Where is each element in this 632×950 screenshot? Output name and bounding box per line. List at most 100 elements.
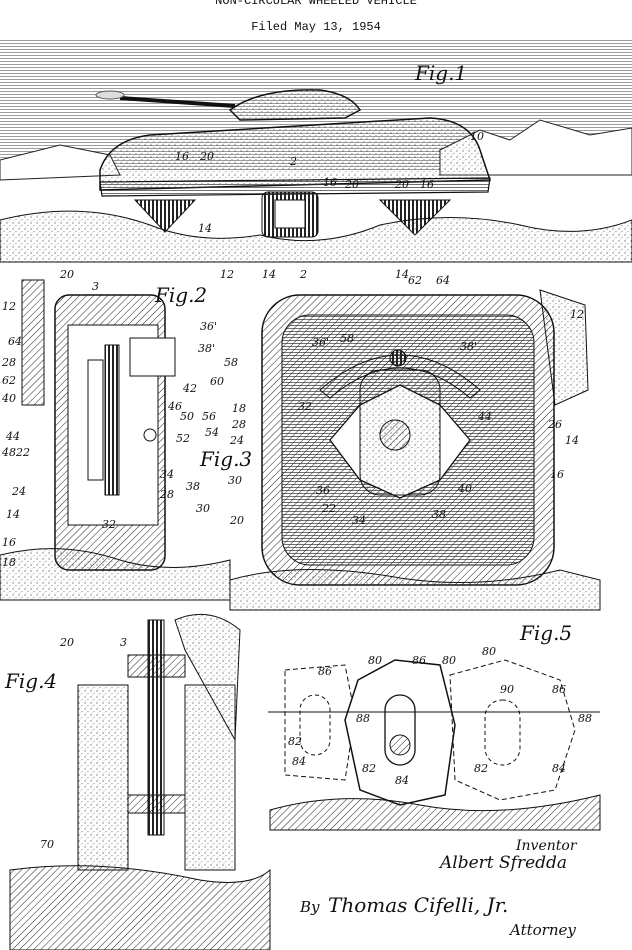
- ref-58: 58: [224, 356, 238, 369]
- ref-82: 82: [362, 762, 376, 775]
- ref-2: 2: [299, 268, 307, 281]
- ref-88: 88: [578, 712, 592, 725]
- ref-58: 58: [340, 332, 354, 345]
- ref-16: 16: [323, 176, 337, 189]
- ref-2: 2: [289, 155, 297, 168]
- ref-24: 24: [11, 485, 26, 498]
- ref-14: 14: [395, 268, 409, 281]
- ref-18: 18: [232, 402, 246, 415]
- ref-84: 84: [292, 755, 306, 768]
- attorney-name: Thomas Cifelli, Jr.: [328, 893, 508, 917]
- ref-64: 64: [436, 274, 450, 287]
- ref-24: 24: [229, 434, 244, 447]
- ref-26: 26: [547, 418, 562, 431]
- ref-56: 56: [202, 410, 216, 423]
- ref-20: 20: [394, 178, 409, 191]
- ref-86: 86: [412, 654, 426, 667]
- figure-5-motion-diagram: 80 86 80 80 86 90 86 88 88 82 84 82 84 8…: [268, 621, 601, 831]
- ref-40: 40: [457, 482, 472, 495]
- ref-60: 60: [210, 375, 224, 388]
- ref-44: 44: [5, 430, 20, 443]
- ref-30: 30: [196, 502, 210, 515]
- ref-28: 28: [1, 356, 16, 369]
- ref-82: 82: [288, 735, 302, 748]
- ref-22: 22: [321, 502, 336, 515]
- ref-40: 40: [1, 392, 16, 405]
- ref-32: 32: [102, 518, 116, 531]
- filing-date: Filed May 13, 1954: [251, 20, 381, 34]
- ref-20: 20: [59, 636, 74, 649]
- figure-2-label: Fig.2: [154, 283, 207, 307]
- ref-20: 20: [229, 514, 244, 527]
- ref-30: 30: [228, 474, 242, 487]
- ref-86: 86: [318, 665, 332, 678]
- ref-28: 28: [231, 418, 246, 431]
- ref-3: 3: [120, 636, 127, 649]
- ref-80: 80: [442, 654, 456, 667]
- ref-16: 16: [420, 178, 434, 191]
- ref-84: 84: [395, 774, 409, 787]
- ref-54: 54: [205, 426, 219, 439]
- ref-46: 46: [167, 400, 182, 413]
- figure-1-label: Fig.1: [414, 61, 467, 85]
- figure-1-tank-scene: 10 16 20 2 16 20 20 16 14 12 14 2 14 Fig…: [0, 40, 632, 281]
- ref-86: 86: [552, 683, 566, 696]
- figure-2-section-view: 20 3 12 36' 64 38' 28 58 62 42 40 60 46 …: [0, 268, 238, 649]
- ref-16: 16: [550, 468, 564, 481]
- ref-38-prime: 38': [198, 342, 215, 355]
- ref-14: 14: [6, 508, 20, 521]
- ref-88: 88: [356, 712, 370, 725]
- ref-3: 3: [92, 280, 99, 293]
- ref-20: 20: [344, 178, 359, 191]
- ref-82: 82: [474, 762, 488, 775]
- ref-50: 50: [180, 410, 194, 423]
- patent-title: NON-CIRCULAR WHEELED VEHICLE: [215, 0, 417, 8]
- ref-14: 14: [262, 268, 276, 281]
- inventor-heading: Inventor: [515, 838, 578, 854]
- figure-4-label: Fig.4: [4, 669, 57, 693]
- ref-48: 48: [1, 446, 16, 459]
- ref-52: 52: [176, 432, 190, 445]
- ref-32: 32: [298, 400, 312, 413]
- ref-70: 70: [40, 838, 54, 851]
- ref-36-prime: 36': [312, 336, 329, 349]
- ref-18: 18: [2, 556, 16, 569]
- ref-36-prime: 36': [200, 320, 217, 333]
- ref-28: 28: [159, 488, 174, 501]
- ref-16: 16: [2, 536, 16, 549]
- ref-38: 38: [186, 480, 200, 493]
- ref-44: 44: [477, 410, 492, 423]
- figure-3-front-view: 62 64 12 36' 58 38' 18 32 44 26 28 24 14…: [199, 274, 601, 611]
- ref-80: 80: [482, 645, 496, 658]
- ref-16: 16: [175, 150, 189, 163]
- ref-62: 62: [408, 274, 422, 287]
- ref-34: 34: [160, 468, 174, 481]
- ref-22: 22: [15, 446, 30, 459]
- ref-20: 20: [199, 150, 214, 163]
- ref-84: 84: [552, 762, 566, 775]
- ref-36: 36: [316, 484, 330, 497]
- signature-block: Inventor Albert Sfredda By Thomas Cifell…: [299, 838, 578, 939]
- ref-20: 20: [59, 268, 74, 281]
- ref-64: 64: [8, 335, 22, 348]
- figure-5-label: Fig.5: [519, 621, 572, 645]
- ref-80: 80: [368, 654, 382, 667]
- figure-4-axial-view: 70 Fig.4: [4, 613, 271, 950]
- attorney-role: Attorney: [508, 921, 576, 939]
- ref-42: 42: [182, 382, 197, 395]
- ref-12: 12: [2, 300, 16, 313]
- inventor-name: Albert Sfredda: [438, 853, 567, 873]
- ref-90: 90: [500, 683, 514, 696]
- ref-12: 12: [220, 268, 234, 281]
- ref-38: 38: [432, 508, 446, 521]
- ref-14: 14: [198, 222, 212, 235]
- ref-38-prime: 38': [460, 340, 477, 353]
- ref-12: 12: [570, 308, 584, 321]
- ref-14: 14: [565, 434, 579, 447]
- ref-62: 62: [2, 374, 16, 387]
- figure-3-label: Fig.3: [199, 447, 252, 471]
- ref-10: 10: [470, 130, 484, 143]
- attorney-by: By: [299, 898, 320, 916]
- ref-34: 34: [352, 514, 366, 527]
